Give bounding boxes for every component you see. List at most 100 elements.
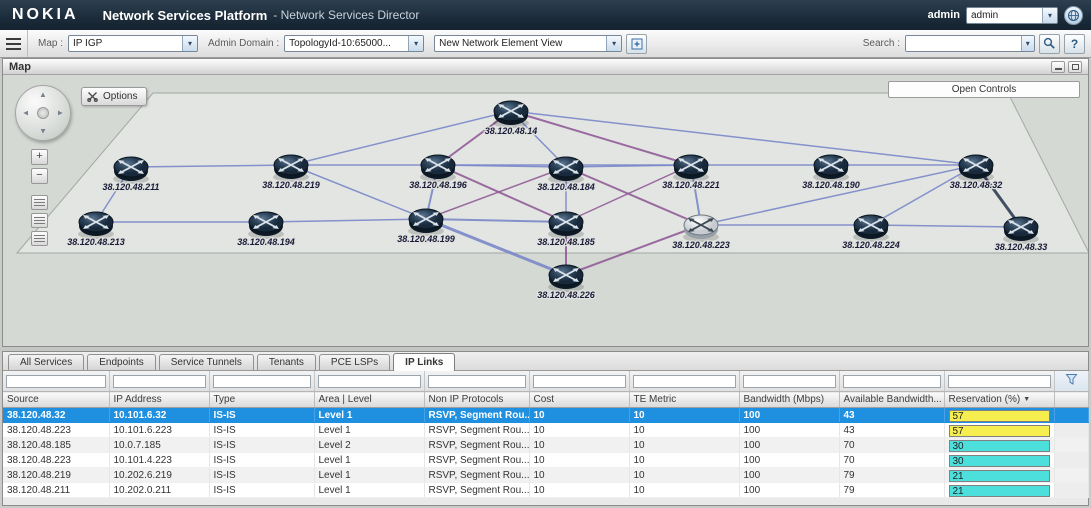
tab-ip-links[interactable]: IP Links: [393, 353, 456, 371]
pan-left-icon[interactable]: ▲: [20, 109, 30, 117]
chevron-down-icon[interactable]: ▾: [606, 36, 622, 51]
tab-all-services[interactable]: All Services: [8, 354, 85, 370]
router-node-199[interactable]: 38.120.48.199: [396, 208, 456, 245]
map-dropdown[interactable]: IP IGP ▾: [68, 35, 199, 52]
layers-button-2[interactable]: [31, 213, 48, 228]
chevron-down-icon[interactable]: ▾: [1042, 7, 1057, 23]
topology-link-199-226[interactable]: [425, 217, 567, 277]
column-header-bandwidth-mbps[interactable]: Bandwidth (Mbps): [739, 391, 840, 408]
router-node-211[interactable]: 38.120.48.211: [101, 156, 161, 193]
filter-input-available-bandwidth[interactable]: [842, 374, 941, 388]
chevron-down-icon[interactable]: ▾: [182, 36, 198, 51]
filter-input-reservation[interactable]: [947, 374, 1051, 388]
filter-input-type[interactable]: [212, 374, 311, 388]
router-node-219[interactable]: 38.120.48.219: [261, 154, 321, 191]
layers-button-1[interactable]: [31, 195, 48, 210]
topology-link-32-14[interactable]: [510, 110, 977, 166]
router-node-185[interactable]: 38.120.48.185: [536, 211, 597, 248]
minimize-icon[interactable]: [1051, 60, 1065, 73]
filter-input-non-ip-protocols[interactable]: [427, 374, 526, 388]
column-header-type[interactable]: Type: [209, 391, 315, 408]
column-header-available-bandwidth[interactable]: Available Bandwidth...: [839, 391, 945, 408]
topology-link-211-219[interactable]: [130, 164, 292, 168]
tab-tenants[interactable]: Tenants: [256, 354, 316, 370]
help-button[interactable]: ?: [1064, 33, 1085, 54]
topology-link-221-14[interactable]: [510, 110, 692, 166]
filter-input-source[interactable]: [6, 374, 106, 388]
map-canvas[interactable]: 38.120.48.14 38.120.48.211 38.120.48.219 38…: [3, 75, 1088, 346]
tab-endpoints[interactable]: Endpoints: [87, 354, 156, 370]
options-button[interactable]: Options: [81, 87, 148, 106]
filter-input-area-level[interactable]: [317, 374, 421, 388]
layers-button-3[interactable]: [31, 231, 48, 246]
topology-link-199-185[interactable]: [425, 218, 567, 223]
session-globe-icon[interactable]: [1064, 5, 1083, 25]
admin-domain-dropdown[interactable]: TopologyId-10:65000... ▾: [284, 35, 425, 52]
filter-input-ip-address[interactable]: [112, 374, 206, 388]
topology-link-194-199[interactable]: [265, 218, 427, 223]
zoom-out-button[interactable]: −: [31, 168, 48, 184]
chevron-down-icon[interactable]: ▾: [1020, 36, 1034, 51]
column-header-ip-address[interactable]: IP Address: [109, 391, 210, 408]
pan-up-icon[interactable]: ▲: [39, 90, 47, 99]
topology-link-219-199[interactable]: [290, 164, 427, 220]
open-controls-button[interactable]: Open Controls: [888, 81, 1080, 98]
filter-input-cost[interactable]: [532, 374, 626, 388]
router-node-14[interactable]: 38.120.48.14: [483, 100, 539, 137]
pan-right-icon[interactable]: ▲: [56, 109, 66, 117]
column-header-reservation[interactable]: Reservation (%)▼: [944, 391, 1055, 408]
panel-splitter[interactable]: [0, 347, 1091, 351]
topology-link-224-32[interactable]: [870, 164, 977, 226]
column-header-area-level[interactable]: Area | Level: [314, 391, 425, 408]
topology-link-226-223[interactable]: [565, 224, 702, 276]
view-dropdown-value: New Network Element View: [439, 38, 563, 49]
pan-down-icon[interactable]: ▲: [39, 127, 47, 136]
column-header-source[interactable]: Source: [3, 391, 110, 408]
router-node-184[interactable]: 38.120.48.184: [536, 156, 596, 193]
topology-link-199-184[interactable]: [425, 166, 567, 220]
view-dropdown[interactable]: New Network Element View ▾: [434, 35, 623, 52]
topology-link-184-221[interactable]: [565, 164, 692, 168]
filter-input-te-metric[interactable]: [632, 374, 736, 388]
topology-link-196-185[interactable]: [437, 164, 567, 223]
column-header-cost[interactable]: Cost: [529, 391, 630, 408]
filter-input-bandwidth-mbps[interactable]: [742, 374, 836, 388]
column-filter-button[interactable]: [1054, 371, 1089, 392]
search-box[interactable]: ▾: [905, 35, 1035, 52]
topology-link-224-33[interactable]: [870, 224, 1022, 228]
router-node-223[interactable]: 38.120.48.223: [671, 214, 731, 251]
router-node-221[interactable]: 38.120.48.221: [661, 154, 721, 191]
router-node-32[interactable]: 38.120.48.32: [948, 154, 1004, 191]
tab-service-tunnels[interactable]: Service Tunnels: [158, 354, 254, 370]
restore-icon[interactable]: [1068, 60, 1082, 73]
router-node-226[interactable]: 38.120.48.226: [536, 264, 597, 301]
router-node-196[interactable]: 38.120.48.196: [408, 154, 469, 191]
column-header-te-metric[interactable]: TE Metric: [629, 391, 740, 408]
column-header-non-ip-protocols[interactable]: Non IP Protocols: [424, 391, 530, 408]
router-node-33[interactable]: 38.120.48.33: [993, 216, 1049, 253]
topology-link-184-223[interactable]: [565, 166, 702, 226]
router-node-224[interactable]: 38.120.48.224: [841, 214, 901, 251]
topology-link-219-14[interactable]: [290, 110, 512, 166]
user-dropdown[interactable]: admin ▾: [966, 6, 1058, 24]
hamburger-menu-icon[interactable]: [0, 30, 28, 57]
add-view-button[interactable]: [626, 33, 648, 54]
router-node-213[interactable]: 38.120.48.213: [66, 211, 126, 248]
zoom-in-button[interactable]: +: [31, 149, 48, 165]
tab-pce-lsps[interactable]: PCE LSPs: [318, 354, 391, 370]
topology-link-223-32[interactable]: [700, 164, 977, 226]
search-button[interactable]: [1039, 33, 1060, 54]
pan-knob[interactable]: [37, 107, 49, 119]
chevron-down-icon[interactable]: ▾: [408, 36, 424, 51]
router-node-190[interactable]: 38.120.48.190: [801, 154, 861, 191]
pan-control[interactable]: ▲ ▲ ▲ ▲: [15, 85, 71, 141]
search-input[interactable]: [906, 36, 1021, 51]
node-label: 38.120.48.213: [67, 237, 125, 247]
router-node-194[interactable]: 38.120.48.194: [236, 211, 296, 248]
